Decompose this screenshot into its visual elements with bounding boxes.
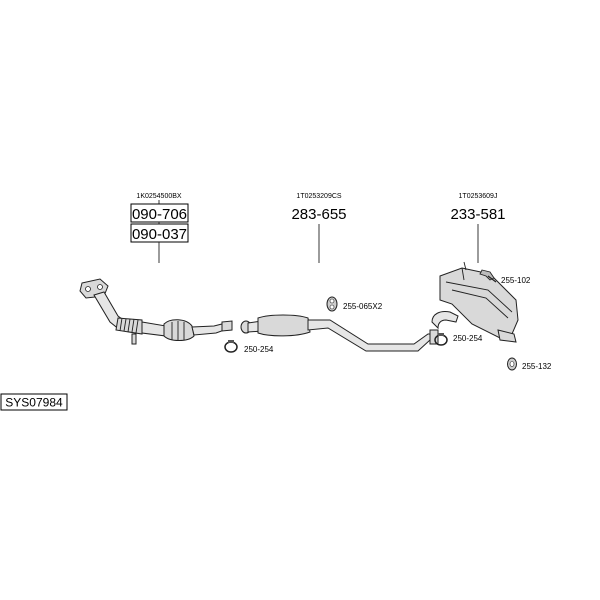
system-code-box: SYS07984: [0, 393, 68, 411]
front-pipe-drawing: [79, 278, 233, 345]
part-number-233-581[interactable]: 233-581: [450, 206, 505, 223]
accessory-code: 250-254: [453, 334, 483, 343]
part-number-090-037: 090-037: [132, 226, 187, 243]
accessory-rubber-mount-middle[interactable]: 255-065X2: [326, 296, 383, 312]
middle-silencer-group: 1T0253209CS 283-655: [240, 193, 439, 352]
accessory-code: 250-254: [244, 345, 274, 354]
ref-number-middle-silencer: 1T0253209CS: [296, 193, 341, 200]
clamp-icon: [434, 333, 448, 346]
rubber-mount-icon: [507, 357, 517, 371]
part-box-090-706[interactable]: 090-706: [130, 203, 189, 223]
accessory-code: 255-132: [522, 362, 552, 371]
rear-silencer-drawing: [431, 261, 519, 343]
clamp-icon: [224, 340, 238, 353]
ref-number-rear-silencer: 1T0253609J: [459, 193, 498, 200]
front-pipe-group: 1K0254500BX 090-706 090-037: [79, 193, 233, 345]
part-number-090-706: 090-706: [132, 206, 187, 223]
ref-number-front-pipe: 1K0254500BX: [136, 193, 181, 200]
accessory-code: 255-102: [501, 276, 531, 285]
accessory-clamp-rear[interactable]: 250-254: [434, 333, 483, 346]
accessory-hanger-bracket[interactable]: 255-102: [479, 269, 531, 285]
middle-silencer-drawing: [240, 314, 439, 352]
system-code: SYS07984: [5, 396, 63, 410]
accessory-code: 255-065X2: [343, 302, 383, 311]
accessory-rubber-mount-rear[interactable]: 255-132: [507, 357, 552, 371]
hanger-bracket-icon: [479, 269, 497, 283]
rear-silencer-group: 1T0253609J 233-581: [431, 193, 519, 343]
part-box-090-037[interactable]: 090-037: [130, 223, 189, 243]
accessory-clamp-front[interactable]: 250-254: [224, 340, 274, 354]
rubber-mount-icon: [326, 296, 338, 312]
part-number-283-655[interactable]: 283-655: [291, 206, 346, 223]
